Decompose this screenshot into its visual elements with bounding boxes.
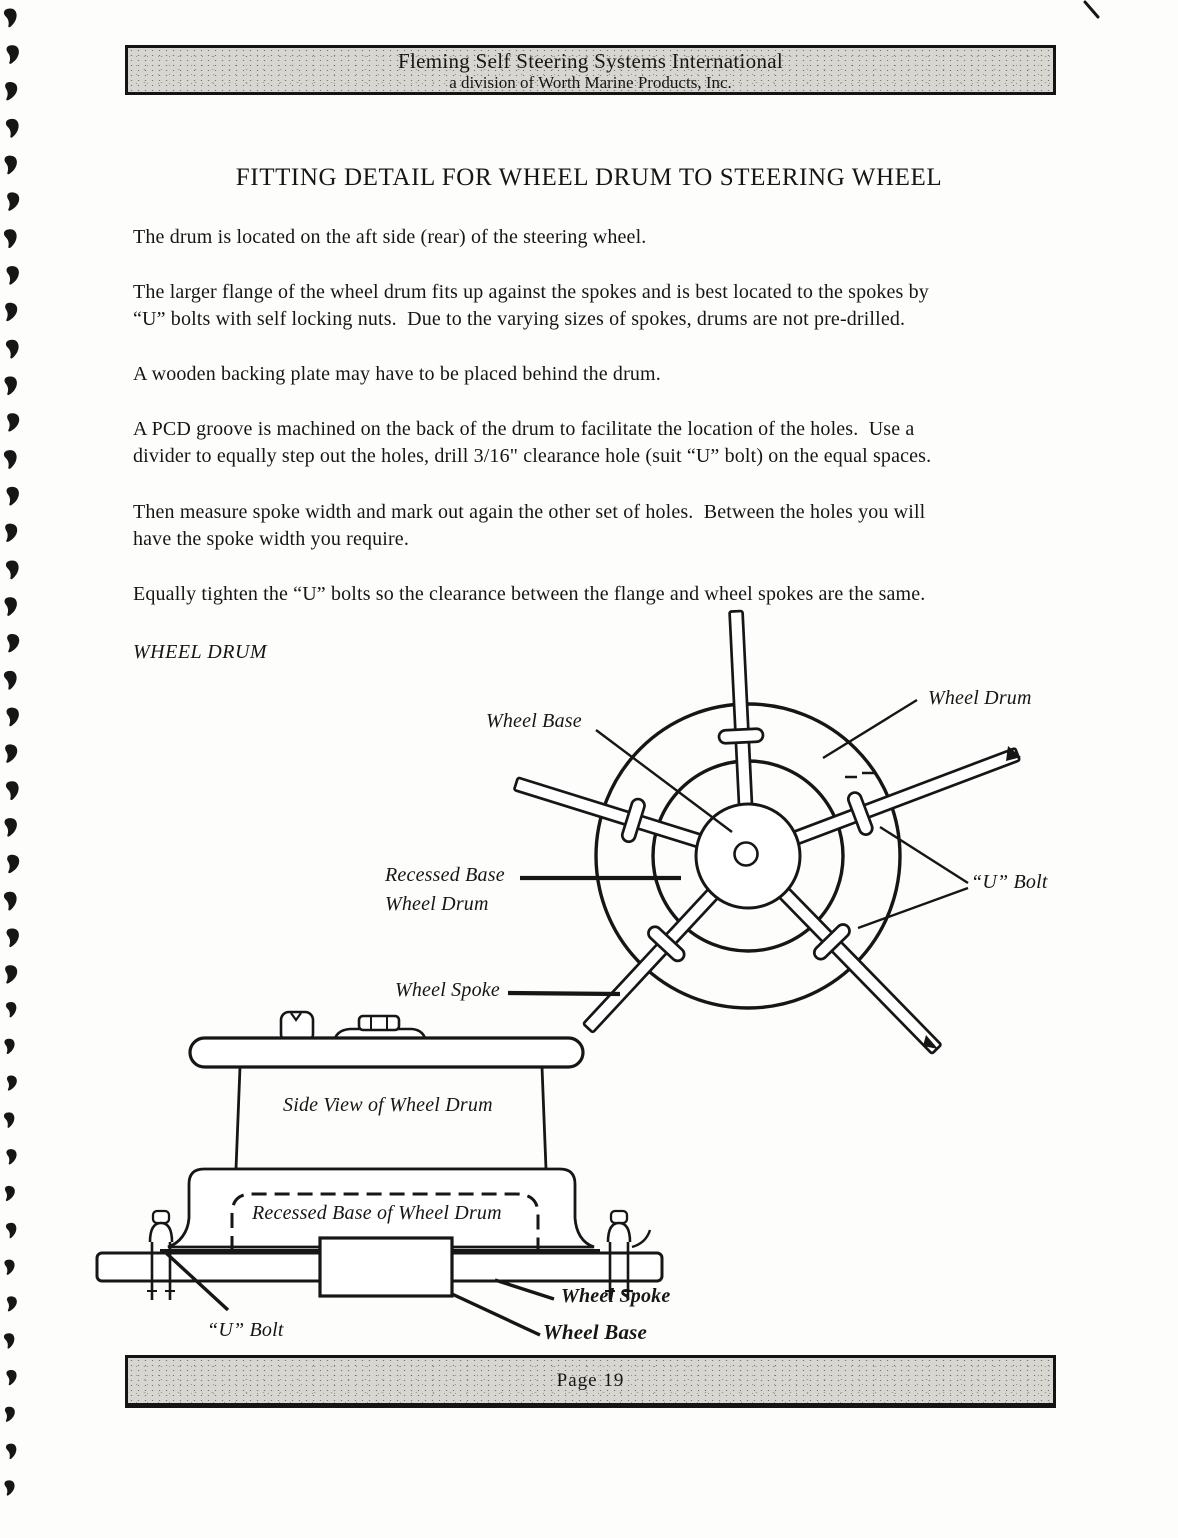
leader-wheel-spoke (507, 990, 621, 997)
company-division: a division of Worth Marine Products, Inc… (449, 72, 732, 92)
leader-u-bolt-upper (879, 825, 969, 885)
label-u-bolt-top: “U” Bolt (971, 871, 1048, 893)
spoke-tip-mark (1006, 746, 1021, 761)
page-number: Page 19 (556, 1369, 625, 1391)
wheel-base-block (318, 1236, 454, 1298)
text-line: “U” bolts with self locking nuts. Due to… (133, 308, 906, 330)
drum-top-flange (188, 1036, 585, 1069)
label-recessed-base-side: Recessed Base of Wheel Drum (252, 1202, 502, 1224)
text-line: The drum is located on the aft side (rea… (133, 226, 647, 248)
text-line: The larger flange of the wheel drum fits… (133, 281, 929, 303)
label-u-bolt-side: “U” Bolt (207, 1319, 284, 1341)
leader-u-bolt-side (163, 1250, 230, 1312)
wheel-centre-hole (733, 841, 759, 867)
u-bolt-clamps (620, 727, 874, 963)
leader-u-bolt-lower (857, 886, 969, 930)
drum-body (234, 1066, 548, 1171)
header-banner: Fleming Self Steering Systems Internatio… (125, 45, 1056, 95)
label-line: Wheel Drum (385, 893, 489, 915)
text-line: A wooden backing plate may have to be pl… (133, 363, 661, 385)
label-wheel-drum-top: Wheel Drum (928, 687, 1032, 709)
label-side-view-title: Side View of Wheel Drum (283, 1094, 493, 1116)
page-title: FITTING DETAIL FOR WHEEL DRUM TO STEERIN… (235, 164, 943, 191)
text-line: A PCD groove is machined on the back of … (133, 418, 915, 440)
paragraph-backing-plate: A wooden backing plate may have to be pl… (133, 361, 1063, 388)
wheel-top-view-drawing (507, 609, 1021, 1055)
text-line: have the spoke width you require. (133, 528, 409, 550)
paragraph-tighten-bolts: Equally tighten the “U” bolts so the cle… (133, 581, 1063, 608)
leader-wheel-spoke-side (494, 1278, 555, 1301)
paragraph-larger-flange: The larger flange of the wheel drum fits… (133, 279, 1063, 333)
label-wheel-spoke-top: Wheel Spoke (395, 979, 500, 1001)
wheel-drum-recessed-circle (651, 759, 845, 953)
wheel-hub-circle (694, 802, 802, 910)
top-post (279, 1010, 315, 1044)
label-wheel-base-top: Wheel Base (486, 710, 582, 732)
top-bolt-fixture (332, 1014, 428, 1044)
wheel-drum-outer-circle (594, 702, 902, 1010)
paragraph-pcd-groove: A PCD groove is machined on the back of … (133, 416, 1063, 470)
text-line: divider to equally step out the holes, d… (133, 445, 932, 467)
text-line: Equally tighten the “U” bolts so the cle… (133, 583, 926, 605)
section-label-wheel-drum: WHEEL DRUM (133, 641, 268, 663)
paragraph-drum-location: The drum is located on the aft side (rea… (133, 224, 1063, 251)
label-wheel-base-side: Wheel Base (543, 1320, 648, 1344)
u-bolt-left (147, 1209, 175, 1300)
pen-mark (1083, 0, 1100, 19)
label-line: Recessed Base (385, 864, 505, 886)
leader-wheel-base (595, 729, 733, 833)
leader-wheel-drum (822, 698, 918, 760)
spoke-tip-mark (923, 1035, 938, 1049)
footer-banner: Page 19 (125, 1355, 1056, 1408)
wheel-spokes (513, 609, 1021, 1055)
company-name: Fleming Self Steering Systems Internatio… (397, 48, 783, 73)
top-view-leader-lines (507, 698, 969, 997)
binding-holes-marks (3, 7, 21, 1496)
text-line: Then measure spoke width and mark out ag… (133, 501, 926, 523)
wheel-spoke-bar (95, 1251, 664, 1283)
label-wheel-spoke-side: Wheel Spoke (561, 1285, 671, 1307)
leader-wheel-base-side (451, 1292, 541, 1337)
scan-dash-mark (845, 771, 876, 779)
paragraph-spoke-width: Then measure spoke width and mark out ag… (133, 499, 1063, 553)
